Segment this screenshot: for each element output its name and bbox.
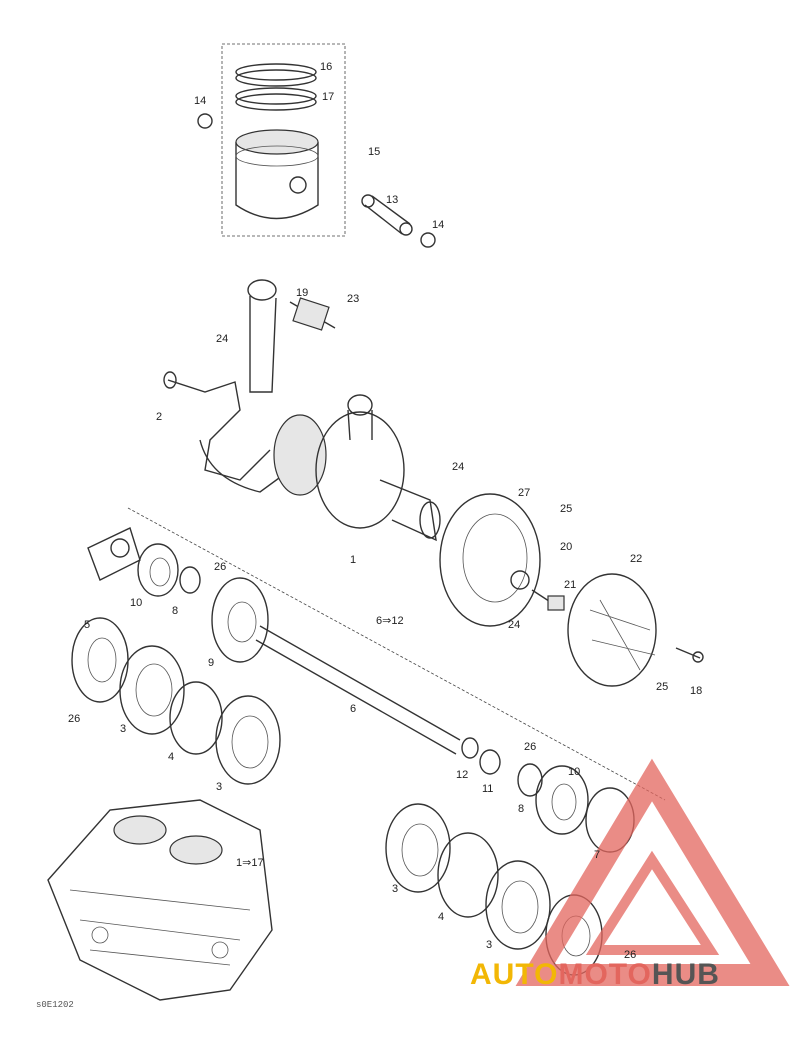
callout-label: 15	[368, 146, 380, 158]
callout-label: 10	[130, 597, 142, 609]
callout-label: 4	[168, 751, 174, 763]
brand-part-hub: HUB	[651, 958, 720, 991]
callout-label: 5	[84, 619, 90, 631]
callout-label: 25	[560, 503, 572, 515]
callout-label: 8	[172, 605, 178, 617]
callout-label: 1	[350, 554, 356, 566]
callout-label: 26	[624, 949, 636, 961]
callout-label: 3	[120, 723, 126, 735]
callout-labels: 16 17 14 15 13 14 19 23 24 2 24 27 25 20…	[68, 61, 702, 961]
callout-label: 9	[208, 657, 214, 669]
callout-label: 13	[386, 194, 398, 206]
callout-label: 14	[194, 95, 206, 107]
brand-part-moto: MOTO	[558, 958, 652, 991]
callout-label: 14	[432, 219, 444, 231]
callout-label: 3	[486, 939, 492, 951]
callout-label: 11	[482, 783, 493, 795]
callout-label: 20	[560, 541, 572, 553]
callout-label: 26	[214, 561, 226, 573]
crankcase-group	[47, 799, 273, 1001]
crankshaft-group	[163, 279, 441, 542]
callout-label: 10	[568, 766, 580, 778]
piston-kit-group	[197, 43, 436, 248]
callout-label: 24	[508, 619, 520, 631]
callout-label: 1⇒17	[236, 857, 264, 869]
callout-label: 24	[216, 333, 228, 345]
callout-label: 26	[524, 741, 536, 753]
flywheel-group	[439, 493, 704, 687]
callout-label: 23	[347, 293, 359, 305]
callout-label: 16	[320, 61, 332, 73]
callout-label: 6⇒12	[376, 615, 404, 627]
callout-label: 27	[518, 487, 530, 499]
callout-label: 25	[656, 681, 668, 693]
figure-code: s0E1202	[36, 1000, 74, 1010]
callout-label: 3	[392, 883, 398, 895]
balance-shaft-group	[71, 507, 666, 801]
callout-label: 17	[322, 91, 334, 103]
brand-part-auto: AUTO	[470, 958, 559, 991]
callout-label: 8	[518, 803, 524, 815]
callout-label: 24	[452, 461, 464, 473]
callout-label: 18	[690, 685, 702, 697]
callout-label: 12	[456, 769, 468, 781]
watermark-brand-text: AUTOMOTOHUB	[470, 958, 720, 992]
callout-label: 7	[594, 849, 600, 861]
callout-label: 21	[564, 579, 576, 591]
callout-label: 26	[68, 713, 80, 725]
callout-label: 19	[296, 287, 308, 299]
callout-label: 4	[438, 911, 444, 923]
callout-label: 3	[216, 781, 222, 793]
callout-label: 6	[350, 703, 356, 715]
callout-label: 2	[156, 411, 162, 423]
callout-label: 22	[630, 553, 642, 565]
watermark-logo	[515, 758, 790, 986]
